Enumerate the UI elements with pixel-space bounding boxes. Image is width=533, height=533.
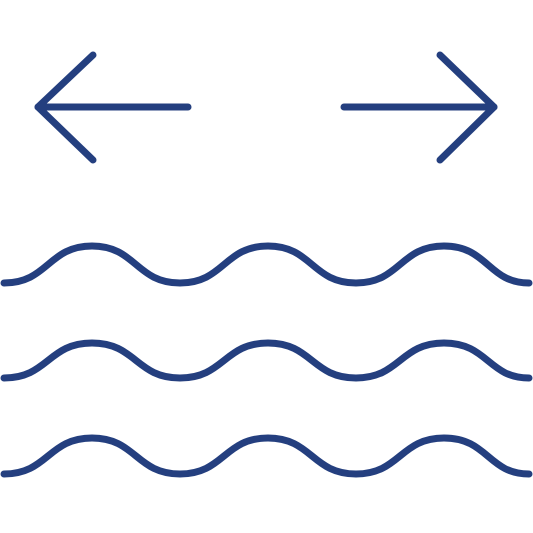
wave-icon-middle (0, 339, 533, 382)
arrow-left-icon (34, 51, 192, 164)
wave-icon-bottom (0, 434, 533, 478)
wave-icon-top (0, 242, 533, 287)
arrow-right-icon (340, 51, 498, 164)
